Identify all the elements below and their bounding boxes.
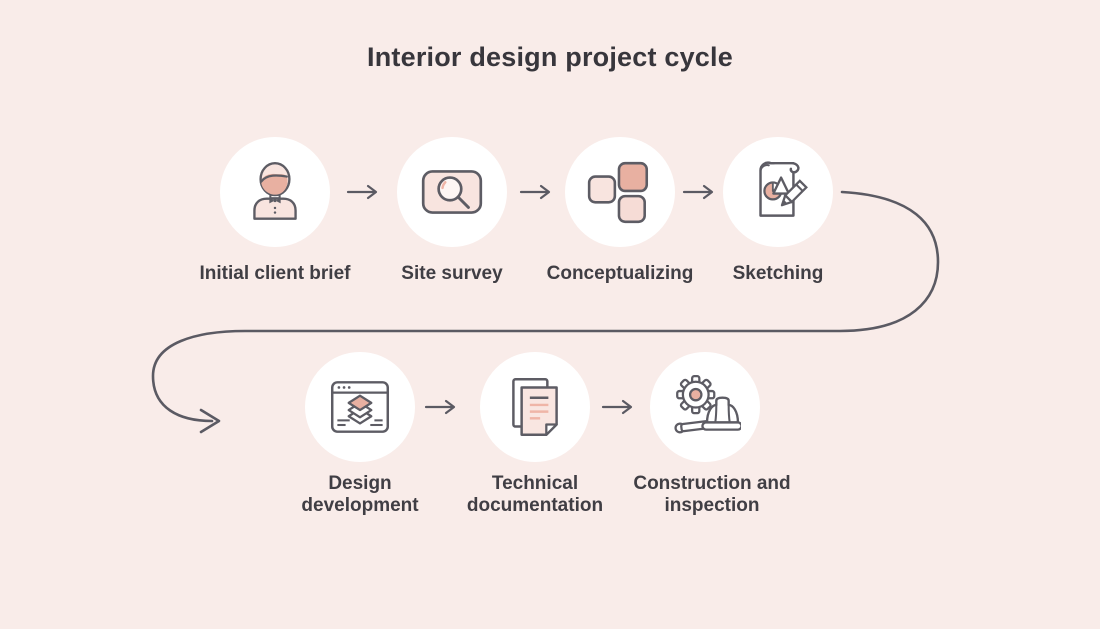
step-circle-construction-inspection <box>650 352 760 462</box>
person-icon <box>253 162 297 220</box>
step-label-construction-inspection: Construction and inspection <box>633 473 791 516</box>
step-circle-sketching <box>723 137 833 247</box>
page-title: Interior design project cycle <box>367 42 733 72</box>
flow-arrow-icon <box>519 184 551 200</box>
flow-arrow-icon <box>682 184 714 200</box>
step-circle-site-survey <box>397 137 507 247</box>
gear-helmet-icon <box>674 375 741 434</box>
step-label-site-survey: Site survey <box>401 263 503 284</box>
step-circle-conceptualizing <box>565 137 675 247</box>
flow-arrow-icon <box>424 399 456 415</box>
magnifier-card-icon <box>421 170 483 214</box>
step-label-design-development: Design development <box>301 473 419 516</box>
step-label-sketching: Sketching <box>732 263 824 284</box>
flow-arrow-icon <box>346 184 378 200</box>
step-label-technical-documentation: Technical documentation <box>466 473 604 516</box>
blocks-icon <box>587 161 649 224</box>
documents-icon <box>512 377 558 437</box>
step-circle-technical-documentation <box>480 352 590 462</box>
browser-layers-icon <box>330 381 390 433</box>
step-label-initial-client-brief: Initial client brief <box>199 263 351 284</box>
step-circle-initial-client-brief <box>220 137 330 247</box>
flow-arrow-icon <box>601 399 633 415</box>
step-circle-design-development <box>305 352 415 462</box>
scroll-pencil-icon <box>759 161 808 217</box>
step-label-conceptualizing: Conceptualizing <box>546 263 694 284</box>
